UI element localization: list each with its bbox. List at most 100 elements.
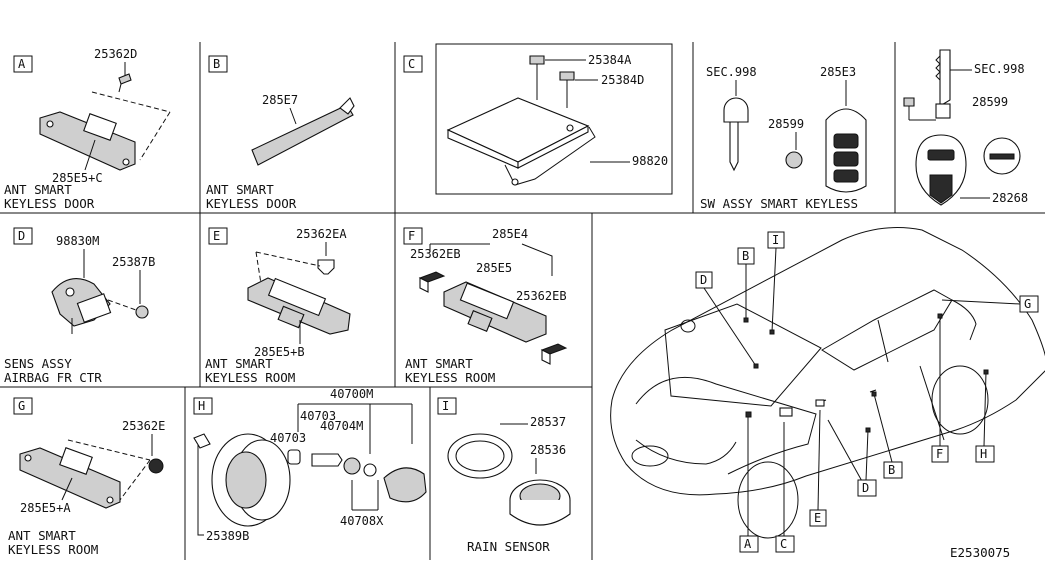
sec-998-left: SEC.998 <box>706 65 757 79</box>
small-screw-icon <box>903 97 915 107</box>
callout-b-top: B <box>742 249 749 263</box>
panel-a-caption-1: ANT SMART <box>4 182 72 197</box>
panel-f-caption-1: ANT SMART <box>405 356 473 371</box>
part-number-25362D: 25362D <box>94 47 137 61</box>
panel-b-caption-2: KEYLESS DOOR <box>206 196 297 211</box>
part-number-28537: 28537 <box>530 415 566 429</box>
panel-a-caption-2: KEYLESS DOOR <box>4 196 95 211</box>
valve-stem-icon <box>311 453 343 467</box>
tpms-sensor-icon <box>383 467 427 503</box>
valve-cap-icon <box>193 433 211 449</box>
callout-h: H <box>980 447 987 461</box>
panel-e-letter: E <box>213 229 220 243</box>
panel-c-letter: C <box>408 57 415 71</box>
panel-f-letter: F <box>408 229 415 243</box>
panel-g-letter: G <box>18 399 25 413</box>
seal-ring-icon <box>343 457 361 475</box>
callout-b-lower: B <box>888 463 895 477</box>
washer-icon <box>363 463 377 477</box>
vehicle-illustration <box>610 227 1045 539</box>
panel-d-letter: D <box>18 229 25 243</box>
door-antenna-icon <box>251 104 354 166</box>
panel-key: SEC.998 28599 28268 <box>903 49 1028 206</box>
panel-e: E 25362EA 285E5+B ANT SMART KEYLESS ROOM <box>205 227 351 385</box>
callout-d-lower: D <box>862 481 869 495</box>
part-number-285E3: 285E3 <box>820 65 856 79</box>
mechanical-key-blade <box>729 121 739 172</box>
front-wheel <box>737 461 799 539</box>
grommet-icon <box>148 458 164 474</box>
part-number-25362EB-2: 25362EB <box>516 289 567 303</box>
callout-c: C <box>780 537 787 551</box>
part-number-25362EA: 25362EA <box>296 227 347 241</box>
windshield <box>664 303 822 407</box>
panel-d: D 98830M 25387B SENS ASSY AIRBAG FR CTR <box>4 227 155 385</box>
battery-icon <box>785 151 803 169</box>
part-number-40703-label: 40703 <box>270 431 306 445</box>
part-number-285E5: 285E5 <box>476 261 512 275</box>
panel-i-letter: I <box>442 399 449 413</box>
panel-b-letter: B <box>213 57 220 71</box>
antenna-bracket <box>39 111 136 171</box>
panel-a-letter: A <box>18 57 26 71</box>
clip-icon <box>317 259 335 275</box>
part-number-25362E: 25362E <box>122 419 165 433</box>
drawing-number: E2530075 <box>950 545 1010 560</box>
panel-h-letter: H <box>198 399 205 413</box>
panel-g-caption-2: KEYLESS ROOM <box>8 542 98 557</box>
panel-f: F 285E4 25362EB 285E5 25362EB ANT SMART … <box>403 227 568 385</box>
panel-d-caption-1: SENS ASSY <box>4 356 72 371</box>
part-number-40704M: 40704M <box>320 419 363 433</box>
rear-wheel <box>931 365 989 435</box>
vehicle-callouts: B I D G F H B D E A C <box>695 231 1039 553</box>
panel-g-caption-1: ANT SMART <box>8 528 76 543</box>
part-number-40703: 40703 <box>300 409 336 423</box>
panel-h: H 40700M 40703 40704M 40703 40708X 25389… <box>193 387 427 543</box>
part-number-28536: 28536 <box>530 443 566 457</box>
part-number-28599-right: 28599 <box>972 95 1008 109</box>
panel-i: I 28537 28536 RAIN SENSOR <box>437 397 571 554</box>
panel-f-caption-2: KEYLESS ROOM <box>405 370 495 385</box>
part-number-28599-left: 28599 <box>768 117 804 131</box>
bolt-icon <box>529 55 545 65</box>
part-number-25387B: 25387B <box>112 255 155 269</box>
part-number-285E7: 285E7 <box>262 93 298 107</box>
callout-g: G <box>1024 297 1031 311</box>
antenna-body <box>83 113 117 141</box>
part-number-285E4: 285E4 <box>492 227 528 241</box>
part-number-285E5B: 285E5+B <box>254 345 305 359</box>
part-number-25389B: 25389B <box>206 529 249 543</box>
screw-icon <box>118 73 132 85</box>
panel-e-caption-2: KEYLESS ROOM <box>205 370 295 385</box>
panel-b: B 285E7 ANT SMART KEYLESS DOOR <box>206 55 355 211</box>
panel-g: G 25362E 285E5+A ANT SMART KEYLESS ROOM <box>8 397 165 557</box>
panel-a: A 25362D 285E5+C ANT SMART KEYLESS DOOR <box>4 47 171 211</box>
part-number-25362EB-1: 25362EB <box>410 247 461 261</box>
rain-sensor-caption: RAIN SENSOR <box>467 539 550 554</box>
part-number-25384A: 25384A <box>588 53 632 67</box>
key-clip-icon <box>935 103 951 119</box>
callout-i: I <box>772 233 779 247</box>
key-blade-icon <box>939 49 951 107</box>
panel-smart-keyless: SEC.998 285E3 28599 SW ASSY SMART KEYLES… <box>700 65 867 211</box>
callout-f: F <box>936 447 943 461</box>
part-number-25384D: 25384D <box>601 73 644 87</box>
antenna-bracket-g <box>19 447 121 509</box>
panel-b-caption-1: ANT SMART <box>206 182 274 197</box>
part-number-285E5A: 285E5+A <box>20 501 71 515</box>
part-number-98830M: 98830M <box>56 234 99 248</box>
nut-icon <box>135 305 149 319</box>
part-number-40700M: 40700M <box>330 387 373 401</box>
part-number-98820: 98820 <box>632 154 668 168</box>
valve-nut-icon <box>287 449 301 465</box>
part-number-28268: 28268 <box>992 191 1028 205</box>
sec-998-right: SEC.998 <box>974 62 1025 76</box>
panel-d-caption-2: AIRBAG FR CTR <box>4 370 102 385</box>
callout-e: E <box>814 511 821 525</box>
callout-a: A <box>744 537 752 551</box>
callout-d-top: D <box>700 273 707 287</box>
mechanical-key-head <box>723 97 749 123</box>
panel-c: C 25384A 25384D 98820 <box>403 43 673 195</box>
bolt-icon-2 <box>559 71 575 81</box>
